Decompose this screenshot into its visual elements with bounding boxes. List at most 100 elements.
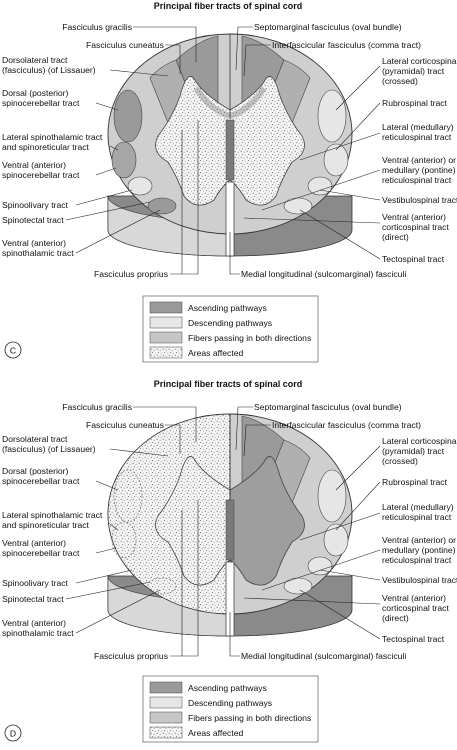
legend-label-both: Fibers passing in both directions xyxy=(188,333,311,343)
right-labels: Septomarginal fasciculus (oval bundle) I… xyxy=(229,22,457,279)
panel-title: Principal fiber tracts of spinal cord xyxy=(154,379,303,389)
svg-text:reticulospinal tract: reticulospinal tract xyxy=(382,555,452,565)
panel-d: Principal fiber tracts of spinal cord xyxy=(2,379,457,743)
legend-label-affected: Areas affected xyxy=(188,728,243,738)
label-medial-longitudinal-fasciculi: Medial longitudinal (sulcomarginal) fasc… xyxy=(241,269,406,279)
legend-label-ascending: Ascending pathways xyxy=(188,683,267,693)
label-lateral-spinothalamic-tract: Lateral spinothalamic tract xyxy=(2,510,103,520)
legend-swatch-ascending xyxy=(149,301,183,314)
svg-text:medullary (pontine): medullary (pontine) xyxy=(382,545,456,555)
panel-title: Principal fiber tracts of spinal cord xyxy=(154,1,303,11)
svg-text:(crossed): (crossed) xyxy=(382,76,418,86)
label-fasciculus-cuneatus: Fasciculus cuneatus xyxy=(86,40,164,50)
svg-text:and spinoreticular tract: and spinoreticular tract xyxy=(2,520,90,530)
label-fasciculus-proprius: Fasciculus proprius xyxy=(94,651,168,661)
label-dorsal-spinocerebellar-tract: Dorsal (posterior) xyxy=(2,466,69,476)
label-vestibulospinal-tract: Vestibulospinal tract xyxy=(382,575,457,585)
legend-label-descending: Descending pathways xyxy=(188,318,272,328)
svg-text:reticulospinal tract: reticulospinal tract xyxy=(382,175,452,185)
label-septomarginal-fasciculus: Septomarginal fasciculus (oval bundle) xyxy=(254,22,402,32)
right-labels: Septomarginal fasciculus (oval bundle) I… xyxy=(229,402,457,661)
label-interfascicular-fasciculus: Interfascicular fasciculus (comma tract) xyxy=(272,40,421,50)
label-fasciculus-gracilis: Fasciculus gracilis xyxy=(62,22,132,32)
panel-tag-badge xyxy=(4,724,22,742)
label-dorsal-spinocerebellar-tract: Dorsal (posterior) xyxy=(2,88,69,98)
panel-tag: D xyxy=(10,729,16,739)
label-rubrospinal-tract: Rubrospinal tract xyxy=(382,98,448,108)
label-lateral-spinothalamic-tract: Lateral spinothalamic tract xyxy=(2,132,103,142)
gray-matter xyxy=(229,456,305,586)
label-spinotectal-tract: Spinotectal tract xyxy=(2,594,64,604)
label-ventral-spinothalamic-tract: Ventral (anterior) xyxy=(2,618,66,628)
svg-text:spinocerebellar tract: spinocerebellar tract xyxy=(2,548,80,558)
svg-text:(fasciculus) (of Lissauer): (fasciculus) (of Lissauer) xyxy=(2,444,96,454)
label-vestibulospinal-tract: Vestibulospinal tract xyxy=(382,195,457,205)
label-lateral-corticospinal-tract: Lateral corticospinal xyxy=(382,56,457,66)
svg-text:reticulospinal tract: reticulospinal tract xyxy=(382,512,452,522)
panel-tag-badge xyxy=(4,341,22,359)
left-labels: Fasciculus gracilis Fasciculus cuneatus … xyxy=(2,402,199,661)
left-labels: Fasciculus gracilis Fasciculus cuneatus … xyxy=(2,22,199,279)
anterior-median-fissure xyxy=(225,561,235,637)
label-spinoolivary-tract: Spinoolivary tract xyxy=(2,200,69,210)
label-dorsolateral-tract: Dorsolateral tract xyxy=(2,434,68,444)
legend-swatch-descending xyxy=(149,696,183,709)
label-ventral-spinocerebellar-tract: Ventral (anterior) xyxy=(2,160,66,170)
svg-text:spinocerebellar tract: spinocerebellar tract xyxy=(2,476,80,486)
legend-swatch-ascending xyxy=(149,681,183,694)
label-ventral-spinothalamic-tract: Ventral (anterior) xyxy=(2,238,66,248)
svg-text:spinothalamic tract: spinothalamic tract xyxy=(2,248,74,258)
svg-text:(pyramidal) tract: (pyramidal) tract xyxy=(382,66,445,76)
label-ventral-reticulospinal-tract: Ventral (anterior) or xyxy=(382,535,456,545)
label-spinotectal-tract: Spinotectal tract xyxy=(2,215,64,225)
svg-text:corticospinal tract: corticospinal tract xyxy=(382,222,449,232)
label-lateral-reticulospinal-tract: Lateral (medullary) xyxy=(382,502,454,512)
svg-text:spinocerebellar tract: spinocerebellar tract xyxy=(2,170,80,180)
legend: Ascending pathways Descending pathways F… xyxy=(142,295,319,363)
label-tectospinal-tract: Tectospinal tract xyxy=(382,254,445,264)
label-interfascicular-fasciculus: Interfascicular fasciculus (comma tract) xyxy=(272,420,421,430)
svg-text:(fasciculus) (of Lissauer): (fasciculus) (of Lissauer) xyxy=(2,65,96,75)
svg-text:(direct): (direct) xyxy=(382,232,409,242)
legend-swatch-descending xyxy=(149,316,183,329)
legend-label-both: Fibers passing in both directions xyxy=(188,713,311,723)
svg-text:(crossed): (crossed) xyxy=(382,456,418,466)
svg-text:spinocerebellar tract: spinocerebellar tract xyxy=(2,98,80,108)
affected-hemisection xyxy=(107,413,231,615)
svg-text:medullary (pontine): medullary (pontine) xyxy=(382,165,456,175)
label-medial-longitudinal-fasciculi: Medial longitudinal (sulcomarginal) fasc… xyxy=(241,651,406,661)
label-ventral-spinocerebellar-tract: Ventral (anterior) xyxy=(2,538,66,548)
svg-text:(pyramidal) tract: (pyramidal) tract xyxy=(382,446,445,456)
label-lateral-corticospinal-tract: Lateral corticospinal xyxy=(382,436,457,446)
label-lateral-reticulospinal-tract: Lateral (medullary) xyxy=(382,122,454,132)
legend-label-affected: Areas affected xyxy=(188,348,243,358)
legend-label-ascending: Ascending pathways xyxy=(188,303,267,313)
legend-swatch-affected xyxy=(149,726,183,739)
legend-swatch-both xyxy=(149,331,183,344)
svg-text:and spinoreticular tract: and spinoreticular tract xyxy=(2,142,90,152)
spinal-cord-cross-section xyxy=(107,33,353,257)
label-rubrospinal-tract: Rubrospinal tract xyxy=(382,477,448,487)
svg-text:corticospinal tract: corticospinal tract xyxy=(382,603,449,613)
spinal-cord-cross-section xyxy=(107,413,353,637)
label-septomarginal-fasciculus: Septomarginal fasciculus (oval bundle) xyxy=(254,402,402,412)
svg-text:spinothalamic tract: spinothalamic tract xyxy=(2,628,74,638)
label-dorsolateral-tract: Dorsolateral tract xyxy=(2,55,68,65)
label-tectospinal-tract: Tectospinal tract xyxy=(382,634,445,644)
svg-text:(direct): (direct) xyxy=(382,613,409,623)
label-ventral-corticospinal-tract: Ventral (anterior) xyxy=(382,212,446,222)
label-ventral-reticulospinal-tract: Ventral (anterior) or xyxy=(382,155,456,165)
label-ventral-corticospinal-tract: Ventral (anterior) xyxy=(382,593,446,603)
legend-label-descending: Descending pathways xyxy=(188,698,272,708)
label-fasciculus-gracilis: Fasciculus gracilis xyxy=(62,402,132,412)
panel-tag: C xyxy=(10,346,16,356)
legend: Ascending pathways Descending pathways F… xyxy=(142,675,319,743)
label-fasciculus-proprius: Fasciculus proprius xyxy=(94,269,168,279)
label-fasciculus-cuneatus: Fasciculus cuneatus xyxy=(86,420,164,430)
svg-text:reticulospinal tract: reticulospinal tract xyxy=(382,132,452,142)
label-spinoolivary-tract: Spinoolivary tract xyxy=(2,578,69,588)
legend-swatch-both xyxy=(149,711,183,724)
legend-swatch-affected xyxy=(149,346,183,359)
panel-c: Principal fiber tracts of spinal cord xyxy=(2,1,457,363)
